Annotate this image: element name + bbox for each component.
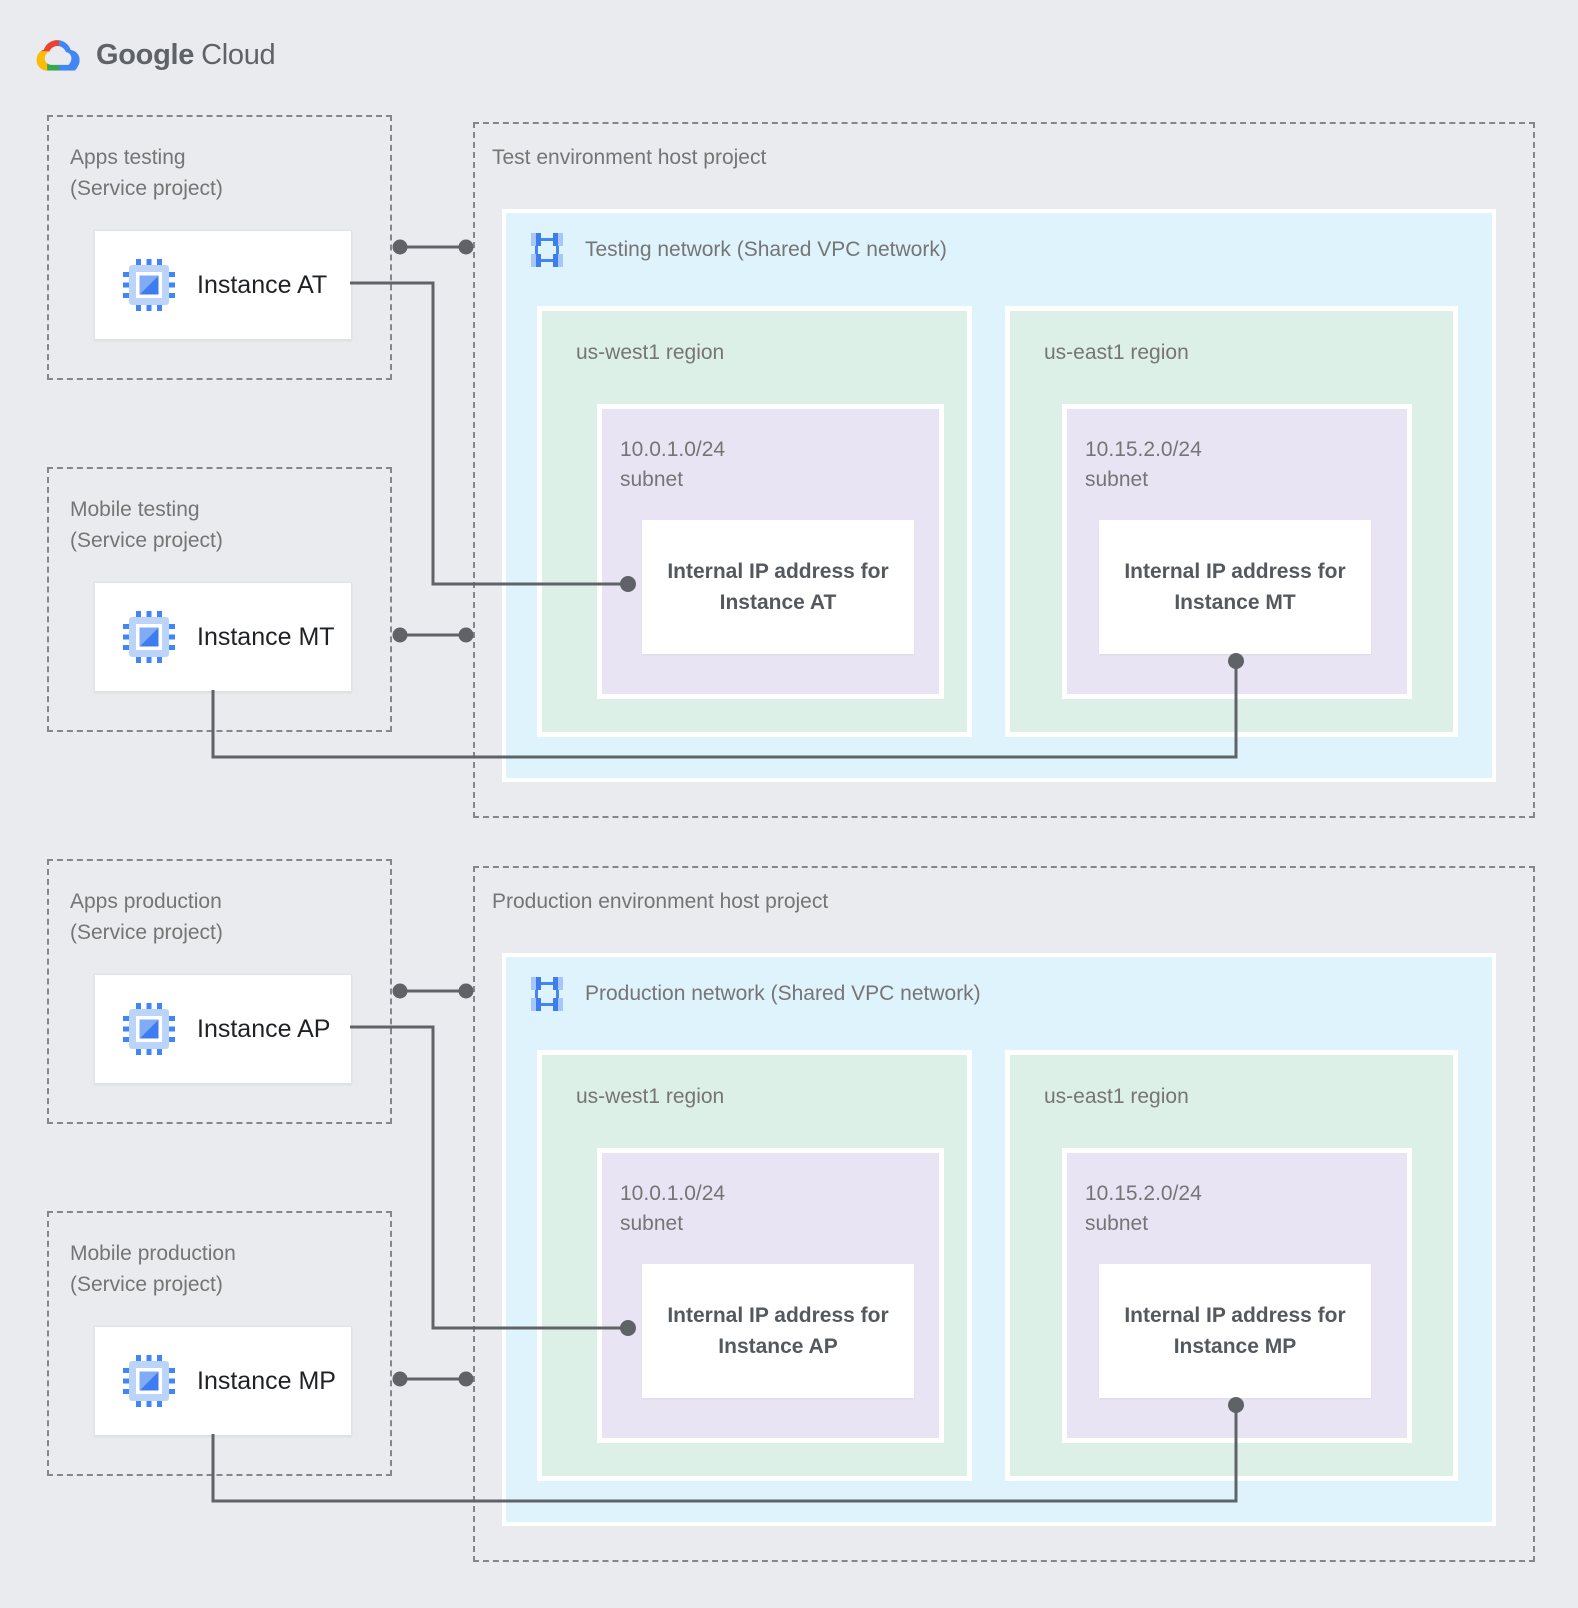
subnet-label: 10.0.1.0/24 subnet: [620, 435, 725, 495]
internal-ip-text: Internal IP address for Instance AP: [667, 1304, 889, 1358]
vpc-network-header: Testing network (Shared VPC network): [529, 232, 947, 268]
logo-word-cloud: Cloud: [201, 39, 276, 71]
subnet-cidr: 10.0.1.0/24: [620, 1182, 726, 1205]
region-name: us-east1 region: [1044, 1085, 1189, 1108]
compute-engine-icon: [123, 1355, 175, 1407]
subnet-label: 10.15.2.0/24 subnet: [1085, 435, 1202, 495]
vpc-network-box-production: Production network (Shared VPC network) …: [502, 953, 1496, 1526]
region-us-west1: us-west1 region 10.0.1.0/24 subnet Inter…: [537, 306, 972, 737]
connector-dot: [392, 1371, 408, 1387]
service-project-type: (Service project): [70, 1273, 223, 1296]
service-project-type: (Service project): [70, 921, 223, 944]
connector-dot: [392, 239, 408, 255]
internal-ip-box-ap: Internal IP address for Instance AP: [642, 1264, 914, 1398]
subnet-cidr: 10.15.2.0/24: [1085, 438, 1202, 461]
service-project-apps-production: Apps production (Service project) Instan…: [47, 859, 392, 1124]
service-project-name: Apps testing: [70, 146, 186, 169]
service-project-label: Apps production (Service project): [70, 886, 223, 948]
instance-label: Instance MT: [197, 622, 335, 651]
instance-card-mp: Instance MP: [94, 1326, 352, 1436]
vpc-network-icon: [531, 233, 563, 267]
internal-ip-box-mp: Internal IP address for Instance MP: [1099, 1264, 1371, 1398]
region-name: us-east1 region: [1044, 341, 1189, 364]
internal-ip-box-at: Internal IP address for Instance AT: [642, 520, 914, 654]
vpc-network-box-testing: Testing network (Shared VPC network) us-…: [502, 209, 1496, 782]
region-us-west1: us-west1 region 10.0.1.0/24 subnet Inter…: [537, 1050, 972, 1481]
instance-label: Instance AT: [197, 270, 328, 299]
service-project-label: Mobile production (Service project): [70, 1238, 236, 1300]
subnet-box: 10.0.1.0/24 subnet Internal IP address f…: [597, 404, 944, 699]
service-project-name: Apps production: [70, 890, 222, 913]
instance-card-at: Instance AT: [94, 230, 352, 340]
compute-engine-icon: [123, 259, 175, 311]
google-cloud-logo-icon: [36, 40, 80, 71]
subnet-label: 10.15.2.0/24 subnet: [1085, 1179, 1202, 1239]
internal-ip-text: Internal IP address for Instance AT: [667, 560, 889, 614]
vpc-network-icon: [531, 977, 563, 1011]
subnet-word: subnet: [1085, 468, 1149, 491]
subnet-word: subnet: [1085, 1212, 1149, 1235]
service-project-name: Mobile testing: [70, 498, 200, 521]
internal-ip-text: Internal IP address for Instance MT: [1124, 560, 1346, 614]
internal-ip-box-mt: Internal IP address for Instance MT: [1099, 520, 1371, 654]
region-name: us-west1 region: [576, 1085, 725, 1108]
connector-dot: [458, 627, 474, 643]
vpc-network-name: Production network (Shared VPC network): [585, 982, 981, 1005]
subnet-word: subnet: [620, 1212, 684, 1235]
subnet-cidr: 10.15.2.0/24: [1085, 1182, 1202, 1205]
connector-dot: [458, 983, 474, 999]
host-project-test: Test environment host project Testing ne: [473, 122, 1535, 818]
logo-word-google: Google: [96, 39, 195, 71]
service-project-name: Mobile production: [70, 1242, 236, 1265]
region-us-east1: us-east1 region 10.15.2.0/24 subnet Inte…: [1005, 1050, 1458, 1481]
service-project-mobile-production: Mobile production (Service project) Inst…: [47, 1211, 392, 1476]
instance-card-ap: Instance AP: [94, 974, 352, 1084]
compute-engine-icon: [123, 1003, 175, 1055]
vpc-network-header: Production network (Shared VPC network): [529, 976, 981, 1012]
connector-dot: [392, 983, 408, 999]
service-project-apps-testing: Apps testing (Service project) Instance …: [47, 115, 392, 380]
host-project-title: Production environment host project: [492, 890, 829, 913]
connector-dot: [458, 1371, 474, 1387]
service-project-type: (Service project): [70, 177, 223, 200]
connector-dot: [392, 627, 408, 643]
instance-label: Instance MP: [197, 1366, 336, 1395]
vpc-network-name: Testing network (Shared VPC network): [585, 238, 947, 261]
service-project-type: (Service project): [70, 529, 223, 552]
region-us-east1: us-east1 region 10.15.2.0/24 subnet Inte…: [1005, 306, 1458, 737]
subnet-box: 10.15.2.0/24 subnet Internal IP address …: [1062, 1148, 1412, 1443]
subnet-box: 10.15.2.0/24 subnet Internal IP address …: [1062, 404, 1412, 699]
instance-card-mt: Instance MT: [94, 582, 352, 692]
instance-label: Instance AP: [197, 1014, 331, 1043]
connector-dot: [458, 239, 474, 255]
host-project-production: Production environment host project Prod: [473, 866, 1535, 1562]
host-project-title: Test environment host project: [492, 146, 767, 169]
subnet-label: 10.0.1.0/24 subnet: [620, 1179, 725, 1239]
service-project-label: Apps testing (Service project): [70, 142, 223, 204]
subnet-word: subnet: [620, 468, 684, 491]
internal-ip-text: Internal IP address for Instance MP: [1124, 1304, 1346, 1358]
subnet-box: 10.0.1.0/24 subnet Internal IP address f…: [597, 1148, 944, 1443]
service-project-mobile-testing: Mobile testing (Service project) Instanc…: [47, 467, 392, 732]
region-name: us-west1 region: [576, 341, 725, 364]
compute-engine-icon: [123, 611, 175, 663]
subnet-cidr: 10.0.1.0/24: [620, 438, 726, 461]
service-project-label: Mobile testing (Service project): [70, 494, 223, 556]
